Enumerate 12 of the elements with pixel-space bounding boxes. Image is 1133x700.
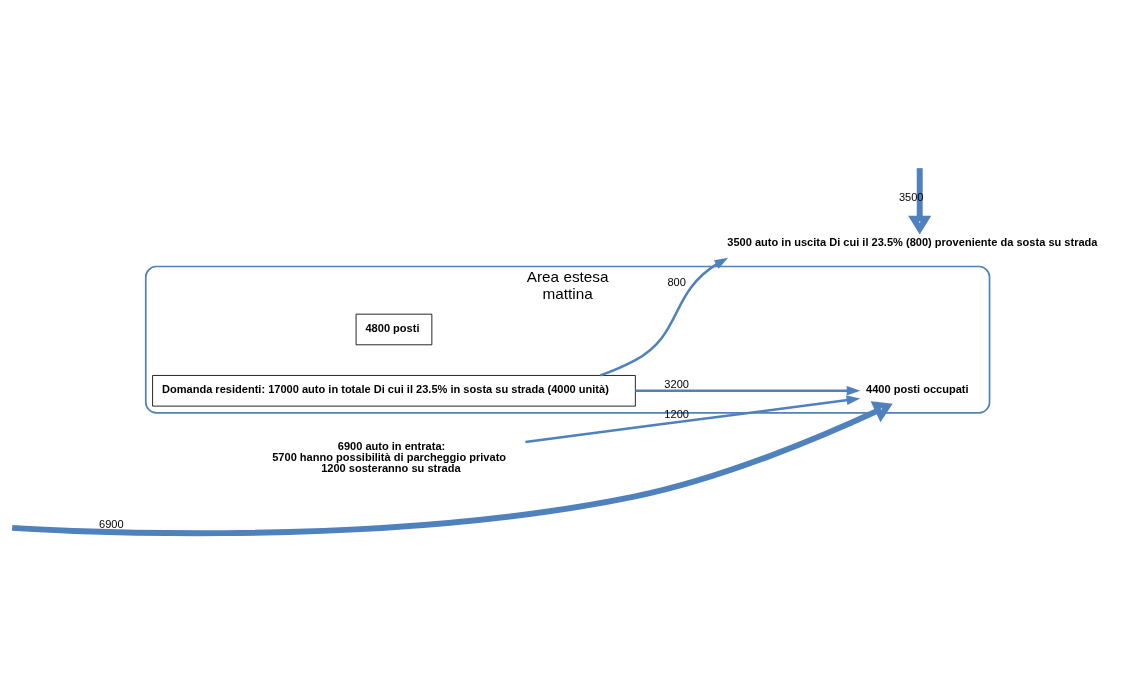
edge-label: 3200 [664,377,689,390]
arrow [635,385,861,396]
edge-label: 6900 [99,517,124,530]
node-text: 3500 auto in uscita Di cui il 23.5% (800) proveniente da sosta su strada [727,235,1098,248]
node-text: 4400 posti occupati [866,382,969,395]
node-box: Domanda residenti: 17000 auto in totale Di cui il 23.5% in sosta su strada (4000 unità) [152,374,636,407]
node-box: 4800 posti [355,313,433,345]
arrow [525,394,861,443]
node-text: 6900 auto in entrata: 5700 hanno possibilità di parcheggio privato 1200 sosteranno su strada [272,439,507,474]
arrow [12,400,893,536]
edge-label: 800 [667,275,686,288]
arrow [599,257,729,377]
